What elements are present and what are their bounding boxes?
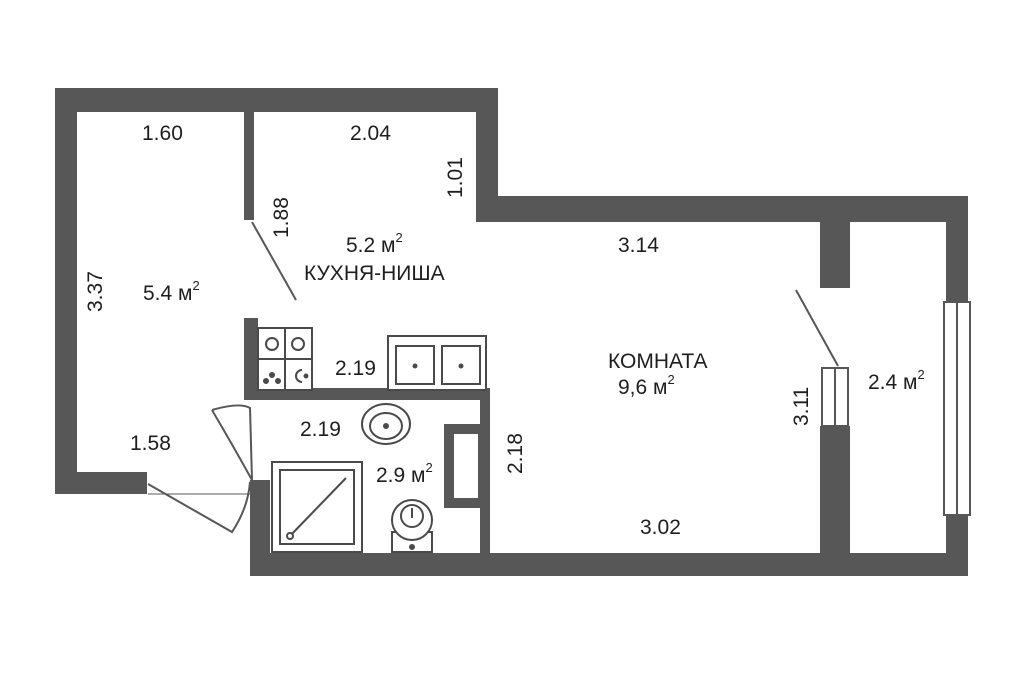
shaft [444, 424, 488, 508]
door-hall-kitchen [251, 221, 297, 301]
room-area-label: 9,6 м2 [618, 372, 675, 399]
door-bath [211, 404, 253, 481]
shower-icon [271, 461, 363, 553]
wall-room-balcony-top [820, 222, 850, 288]
dim-hall-top: 1.60 [142, 122, 183, 145]
washbasin-icon [361, 403, 411, 445]
room-window [821, 367, 849, 427]
toilet-icon [391, 499, 433, 553]
balcony-area-label: 2.4 м2 [868, 367, 925, 394]
dim-bath-right: 2.18 [504, 433, 527, 474]
sink-icon [387, 335, 487, 391]
wall-kitchen-left [244, 318, 258, 394]
wall-top-left [55, 88, 498, 112]
dim-room-right: 3.11 [790, 387, 813, 426]
dim-hall-kitchen-wall: 1.88 [270, 197, 293, 238]
dim-hall-bottom: 1.58 [130, 432, 171, 455]
dim-kitchen-top: 2.04 [350, 122, 391, 145]
walls [55, 88, 968, 576]
wall-right [946, 196, 968, 302]
dim-kitchen-counter: 2.19 [335, 357, 376, 380]
dim-room-top: 3.14 [618, 234, 659, 257]
dim-kitchen-step: 1.01 [444, 157, 467, 198]
wall-hall-bottom [55, 472, 147, 494]
kitchen-name-label: КУХНЯ-НИША [304, 262, 445, 285]
wall-left [55, 88, 77, 494]
dim-bath-top: 2.19 [300, 418, 341, 441]
wall-bottom-left [250, 480, 270, 576]
room-name-label: КОМНАТА [608, 350, 708, 373]
wall-bottom [250, 553, 968, 576]
kitchen-area-label: 5.2 м2 [346, 230, 403, 257]
hall-area-label: 5.4 м2 [143, 278, 200, 305]
wall-step-vertical [476, 88, 498, 222]
doors [147, 221, 839, 534]
wall-room-balcony-bottom [820, 426, 850, 556]
door-balcony [795, 289, 839, 367]
wall-top-right [476, 196, 968, 222]
stove-icon [257, 327, 313, 391]
dim-room-bottom: 3.02 [640, 516, 681, 539]
balcony-window [943, 301, 971, 516]
dim-hall-left: 3.37 [84, 271, 107, 312]
wall-hall-kitchen [244, 112, 254, 220]
bath-area-label: 2.9 м2 [376, 460, 433, 487]
door-entrance [147, 481, 251, 534]
